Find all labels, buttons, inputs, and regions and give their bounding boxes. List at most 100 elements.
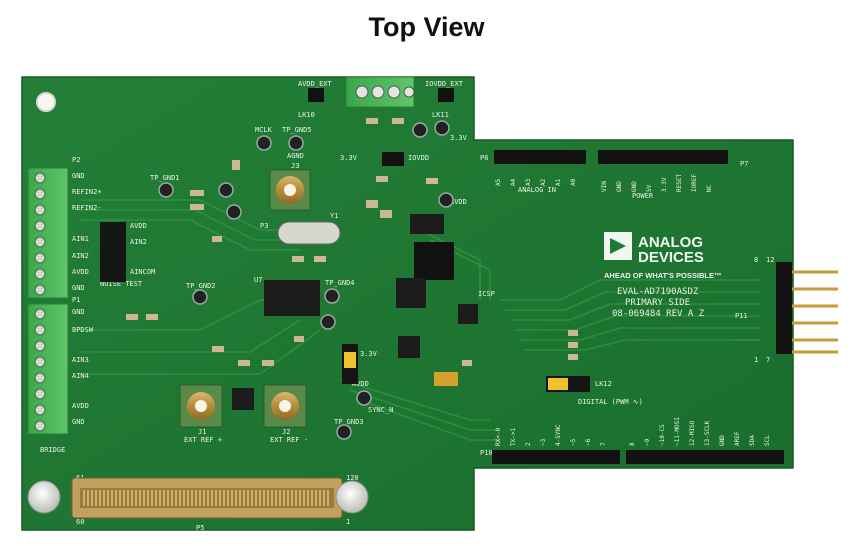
label-digital: DIGITAL (PWM ∿) [578, 398, 643, 406]
label-ext-ref-p: EXT REF + [184, 436, 222, 444]
label-refin2n: REFIN2- [72, 204, 102, 212]
test-points [158, 120, 454, 440]
screw-hole [34, 204, 46, 216]
analog-pin-label: A5 [495, 178, 502, 186]
power-pin-label: GND [631, 181, 638, 192]
label-analog-in: ANALOG IN [518, 186, 556, 194]
digital-pin-label: ~11-MOSI [674, 417, 681, 446]
power-pin-label: NC [706, 184, 713, 192]
jumper-headers [100, 88, 590, 392]
label-noise-test: NOISE TEST [100, 280, 143, 288]
label-sync-n: SYNC_N [368, 406, 393, 414]
label-tp-gnd4: TP_GND4 [325, 279, 355, 287]
label-pin-120: 120 [346, 474, 359, 482]
label-p5: P5 [196, 524, 204, 532]
label-tp-gnd2: TP_GND2 [186, 282, 216, 290]
power-pin-label: IOREF [691, 174, 698, 192]
digital-pin-label: ~3 [540, 438, 547, 446]
label-y1: Y1 [330, 212, 338, 220]
label-pin-1b: 1 [754, 356, 758, 364]
label-3v3-b: 3.3V [340, 154, 358, 162]
digital-pin-label: SDA [749, 435, 756, 446]
label-pin-60: 60 [76, 518, 84, 526]
analog-pin-label: A3 [525, 178, 532, 186]
power-pin-label: 3.3V [661, 177, 668, 192]
screw-terminal-p2 [27, 167, 69, 299]
label-bridge: BRIDGE [40, 446, 65, 454]
label-avdd-ext: AVDD_EXT [298, 80, 333, 88]
digital-pin-label: 8 [629, 442, 636, 446]
digital-pin-label: AREF [734, 431, 741, 446]
label-tp-gnd1: TP_GND1 [150, 174, 180, 182]
digital-pin-label: SCL [764, 435, 771, 446]
product-part-number: 08-069484 REV A Z [612, 309, 705, 319]
power-pin-label: 5V [646, 184, 653, 192]
label-ext-ref-n: EXT REF - [270, 436, 308, 444]
standoff-left [27, 480, 61, 514]
screw-hole [34, 308, 46, 320]
label-tp-gnd3: TP_GND3 [334, 418, 364, 426]
brand-line1: ANALOG [638, 234, 703, 251]
right-angle-header-p11 [776, 262, 838, 354]
label-agnd: AGND [287, 152, 304, 160]
label-p6: P6 [480, 154, 488, 162]
connector-p5 [71, 477, 343, 519]
digital-pin-label: TX->1 [510, 428, 517, 446]
label-bpdsw: BPDSW [72, 326, 94, 334]
digital-pin-label: 7 [600, 442, 607, 446]
passive-components [126, 118, 578, 366]
analog-pin-label: A4 [510, 178, 517, 186]
power-screw-terminal [345, 76, 415, 108]
digital-pin-label: GND [719, 435, 726, 446]
label-avdd-2: AVDD [72, 268, 89, 276]
crystal-y1 [277, 221, 341, 245]
power-pin-label: RESET [676, 174, 683, 192]
screw-hole [34, 324, 46, 336]
screw-hole [34, 252, 46, 264]
label-power: POWER [632, 192, 654, 200]
product-side: PRIMARY SIDE [625, 298, 690, 308]
label-pin-1: 1 [346, 518, 350, 526]
label-gnd-3: GND [72, 308, 85, 316]
power-pin-label: VIN [601, 181, 608, 192]
label-ain2-r: AIN2 [130, 238, 147, 246]
label-pin-8: 8 [754, 256, 758, 264]
label-p3: P3 [260, 222, 268, 230]
label-ain2: AIN2 [72, 252, 89, 260]
label-aincom: AINCOM [130, 268, 155, 276]
label-j3: J3 [291, 162, 299, 170]
label-3v3: 3.3V [360, 350, 378, 358]
label-p10: P10 [480, 449, 493, 457]
label-p1: P1 [72, 296, 80, 304]
digital-pin-label: 13-SCLK [704, 420, 711, 446]
analog-pin-label: A0 [570, 178, 577, 186]
label-j2: J2 [282, 428, 290, 436]
screw-hole [34, 236, 46, 248]
digital-pin-label: ~9 [644, 438, 651, 446]
product-name: EVAL-AD7190ASDZ [617, 287, 699, 297]
screw-hole [34, 372, 46, 384]
ic-chips [232, 214, 478, 410]
digital-pin-label: ~6 [585, 438, 592, 446]
label-3v3-c: 3.3V [450, 134, 468, 142]
label-j1: J1 [198, 428, 206, 436]
label-lk11: LK11 [432, 111, 449, 119]
sma-connectors [179, 169, 311, 428]
label-icsp: ICSP [478, 290, 495, 298]
label-iovdd-ext: IOVDD_EXT [425, 80, 464, 88]
analog-pin-label: A1 [555, 178, 562, 186]
page-title: Top View [368, 12, 485, 42]
digital-pin-label: 2 [525, 442, 532, 446]
brand-tagline: AHEAD OF WHAT'S POSSIBLE™ [604, 271, 721, 280]
label-pin-7: 7 [766, 356, 770, 364]
screw-hole [34, 188, 46, 200]
label-p7: P7 [740, 160, 748, 168]
screw-hole [34, 340, 46, 352]
label-mclk: MCLK [255, 126, 273, 134]
label-lk10: LK10 [298, 111, 315, 119]
digital-pin-label: RX<-0 [495, 428, 502, 446]
screw-hole [34, 404, 46, 416]
label-lk12: LK12 [595, 380, 612, 388]
label-ain1: AIN1 [72, 235, 89, 243]
